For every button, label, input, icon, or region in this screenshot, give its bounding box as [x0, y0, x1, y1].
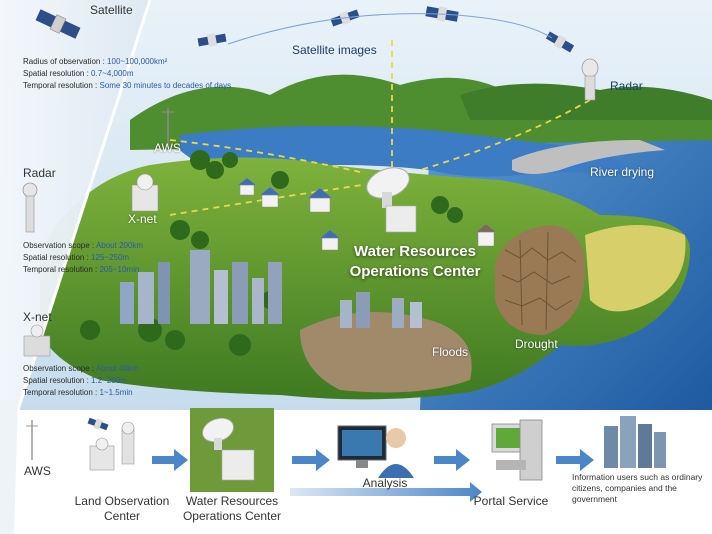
observation-panel	[0, 0, 150, 410]
land-observation-label: Land Observation Center	[72, 494, 172, 524]
city-buildings	[120, 250, 422, 328]
land-observation-label-line2: Center	[103, 509, 141, 523]
satellite-spec-temporal: Temporal resolution : Some 30 minutes to…	[23, 81, 232, 90]
flood-water	[300, 312, 472, 393]
satellite-icon	[35, 9, 81, 39]
xnet-station-icon	[131, 173, 159, 212]
drought-label: Drought	[515, 337, 558, 351]
aws-panel-title: AWS	[24, 464, 51, 478]
analysis-icon	[337, 425, 414, 478]
land-observation-label-line1: Land Observation	[74, 494, 170, 508]
flow-progress-bar	[290, 482, 482, 502]
portal-service-label: Portal Service	[473, 494, 549, 508]
satellite-specs: Radius of observation : 100~100,000km² S…	[23, 56, 231, 92]
orbit-line	[227, 13, 553, 45]
satellite-title: Satellite	[90, 3, 133, 17]
xnet-specs: Observation scope : About 40km Spatial r…	[23, 363, 139, 399]
land	[40, 157, 690, 400]
aws-station-icon	[162, 108, 174, 150]
flow-arrow-1	[152, 449, 188, 471]
radar-dish-icon	[366, 167, 417, 233]
xnet-station-icon	[23, 324, 51, 357]
drought-cracks	[501, 231, 577, 331]
flow-arrow-4	[556, 449, 594, 471]
satellite-icon	[425, 6, 459, 22]
signal-lines	[169, 40, 591, 216]
flow-arrow-3	[434, 449, 470, 471]
information-users-icon	[604, 416, 666, 468]
satellite-icon	[545, 31, 575, 53]
aws-station-icon	[26, 420, 38, 460]
river-drying-label: River drying	[590, 165, 655, 179]
radar-label: Radar	[610, 79, 643, 93]
portal-service-icon	[491, 419, 543, 481]
xnet-spec-temporal: Temporal resolution : 1~1.5min	[23, 388, 133, 397]
land-observation-icons	[87, 417, 135, 471]
xnet-spec-spatial: Spatial resolution : 1.2~200m	[23, 376, 127, 385]
satellite-spec-spatial: Spatial resolution : 0.7~4,000m	[23, 69, 134, 78]
radar-tower-icon	[22, 182, 38, 233]
radar-title: Radar	[23, 166, 56, 180]
operations-center-title-line2: Operations Center	[349, 263, 481, 280]
houses	[237, 177, 497, 251]
satellite-icon	[197, 33, 227, 47]
floods-label: Floods	[432, 345, 469, 359]
operations-center-title: Water Resources Operations Center	[340, 242, 490, 282]
radar-spec-temporal: Temporal resolution : 205~10min	[23, 265, 140, 274]
information-users-label: Information users such as ordinary citiz…	[572, 472, 703, 504]
xnet-title: X-net	[23, 310, 52, 324]
satellite-spec-radius: Radius of observation : 100~100,000km²	[23, 57, 168, 66]
aws-label: AWS	[154, 141, 181, 155]
scene-illustration	[0, 0, 712, 410]
analysis-label: Analysis	[362, 476, 408, 490]
radar-tower-icon	[581, 58, 599, 101]
crop-field	[585, 225, 686, 312]
radar-specs: Observation scope : About 200km Spatial …	[23, 240, 143, 276]
water-center-icon	[190, 408, 274, 492]
panel-continuation	[0, 400, 18, 534]
radar-spec-scope: Observation scope : About 200km	[23, 241, 144, 250]
xnet-spec-scope: Observation scope : About 40km	[23, 364, 139, 373]
operations-center-title-line1: Water Resources	[354, 243, 476, 260]
satellite-images-label: Satellite images	[292, 43, 377, 57]
xnet-label: X-net	[128, 212, 157, 226]
radar-spec-spatial: Spatial resolution : 125~250m	[23, 253, 130, 262]
water-center-label-line2: Operations Center	[182, 509, 282, 523]
flow-arrow-2	[292, 449, 330, 471]
water-center-label-line1: Water Resources	[185, 494, 279, 508]
water-center-label: Water Resources Operations Center	[178, 494, 286, 524]
workflow-strip	[0, 400, 666, 534]
river-bank-rocks	[512, 140, 665, 174]
